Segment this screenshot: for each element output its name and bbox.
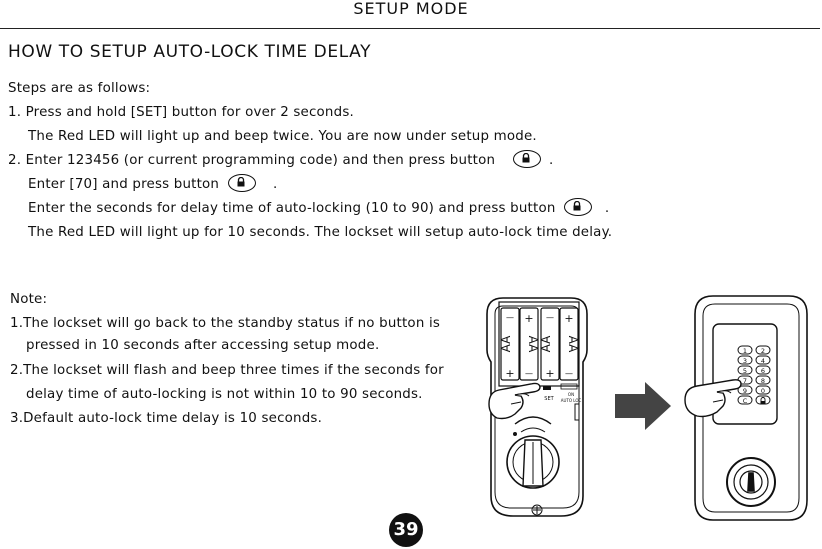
step-2-seconds: Enter the seconds for delay time of auto… xyxy=(28,198,610,219)
keypad xyxy=(737,345,771,405)
note-2: 2.The lockset will flash and beep three … xyxy=(10,363,444,378)
battery-1-plus: + xyxy=(505,367,514,380)
step-2-seconds-text: Enter the seconds for delay time of auto… xyxy=(28,201,556,216)
lock-button-icon xyxy=(564,198,592,216)
set-button-label: SET xyxy=(544,396,554,402)
battery-1-minus: — xyxy=(506,313,514,322)
arrow-right-icon xyxy=(615,382,671,430)
key-5[interactable]: 5 xyxy=(743,367,747,375)
switch-auto-label: AUTO LOC xyxy=(561,398,582,403)
battery-2-minus: — xyxy=(525,369,533,378)
hand-pointer-icon xyxy=(684,379,742,418)
switch-on-label: ON xyxy=(568,392,574,397)
battery-pack xyxy=(500,307,579,381)
key-6[interactable]: 6 xyxy=(761,367,765,375)
page-number-badge: 39 xyxy=(389,513,423,547)
step-2-text: 2. Enter 123456 (or current programming … xyxy=(8,153,496,168)
battery-3-label: AA xyxy=(539,335,553,353)
note-title: Note: xyxy=(10,292,48,307)
note-1: 1.The lockset will go back to the standb… xyxy=(10,316,441,331)
battery-3-minus: — xyxy=(546,313,554,322)
step-2: 2. Enter 123456 (or current programming … xyxy=(8,150,554,171)
key-4[interactable]: 4 xyxy=(761,357,765,365)
steps-intro: Steps are as follows: xyxy=(8,81,151,96)
step-2-result: The Red LED will light up for 10 seconds… xyxy=(28,225,613,240)
key-8[interactable]: 8 xyxy=(761,377,765,385)
battery-1-label: AA xyxy=(499,335,513,353)
key-2[interactable]: 2 xyxy=(761,347,765,355)
note-1-cont: pressed in 10 seconds after accessing se… xyxy=(26,338,380,353)
key-lock-icon[interactable] xyxy=(760,397,766,405)
key-0[interactable]: 0 xyxy=(761,387,765,395)
key-9[interactable]: 9 xyxy=(743,387,747,395)
step-2-code: Enter [70] and press button . xyxy=(28,174,278,195)
step-2-code-text: Enter [70] and press button xyxy=(28,177,220,192)
key-3[interactable]: 3 xyxy=(743,357,747,365)
lock-button-icon xyxy=(512,150,541,168)
key-c[interactable]: C xyxy=(743,397,748,405)
battery-2-label: AA xyxy=(526,336,540,354)
note-3: 3.Default auto-lock time delay is 10 sec… xyxy=(10,411,323,426)
step-2-seconds-end: . xyxy=(604,201,610,216)
battery-4-label: AA xyxy=(566,336,580,354)
battery-4-minus: — xyxy=(565,369,573,378)
header-divider xyxy=(0,28,820,29)
page-header-title: SETUP MODE xyxy=(353,0,469,18)
auto-lock-switch[interactable] xyxy=(560,383,578,390)
battery-3-plus: + xyxy=(545,367,554,380)
note-2-cont: delay time of auto-locking is not within… xyxy=(26,387,423,402)
step-1-detail: The Red LED will light up and beep twice… xyxy=(28,129,537,144)
exterior-unit xyxy=(694,295,808,521)
key-1[interactable]: 1 xyxy=(743,347,747,355)
battery-4-plus: + xyxy=(564,312,573,325)
section-title: HOW TO SETUP AUTO-LOCK TIME DELAY xyxy=(8,42,372,62)
battery-2-plus: + xyxy=(524,312,533,325)
key-7[interactable]: 7 xyxy=(743,377,747,385)
hand-pointer-icon xyxy=(488,382,541,420)
step-1: 1. Press and hold [SET] button for over … xyxy=(8,105,354,120)
lock-button-icon xyxy=(227,174,256,192)
interior-unit xyxy=(486,297,588,517)
step-2-code-end: . xyxy=(272,177,278,192)
lockset-illustration: AA AA AA AA — + + — — + + — SET ON AUTO … xyxy=(486,295,808,521)
set-button[interactable] xyxy=(543,386,551,390)
step-2-end: . xyxy=(549,153,554,168)
